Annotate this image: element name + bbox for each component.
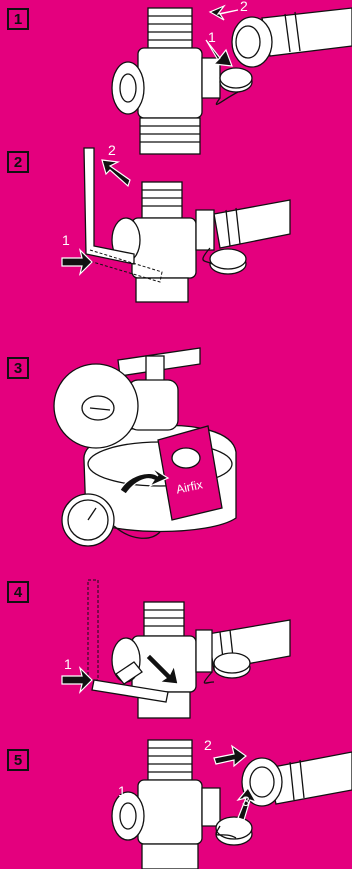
callout-1: 1 xyxy=(62,232,70,248)
step-number-box: 5 xyxy=(7,749,29,771)
callout-3: 3 xyxy=(242,793,250,809)
step-2: 2 1 2 xyxy=(0,140,352,315)
callout-1: 1 xyxy=(118,783,126,799)
step-number-box: 3 xyxy=(7,357,29,379)
step-number-box: 1 xyxy=(7,8,29,30)
callout-2: 2 xyxy=(204,737,212,753)
step-5-illustration xyxy=(111,739,352,869)
callout-1: 1 xyxy=(208,29,216,45)
step-4-illustration xyxy=(61,579,291,719)
step-2-illustration xyxy=(61,147,291,303)
step-number-box: 4 xyxy=(7,581,29,603)
callout-2: 2 xyxy=(240,0,248,14)
callout-1: 1 xyxy=(64,656,72,672)
step-4: 4 1 2 xyxy=(0,570,352,720)
step-3: 3 Airfix xyxy=(0,340,352,555)
step-3-illustration xyxy=(53,347,237,547)
step-number-box: 2 xyxy=(7,151,29,173)
callout-2: 2 xyxy=(170,639,178,655)
step-1-illustration xyxy=(111,4,352,155)
step-1: 1 1 2 xyxy=(0,0,352,165)
step-5: 5 1 2 3 xyxy=(0,730,352,869)
callout-2: 2 xyxy=(108,142,116,158)
